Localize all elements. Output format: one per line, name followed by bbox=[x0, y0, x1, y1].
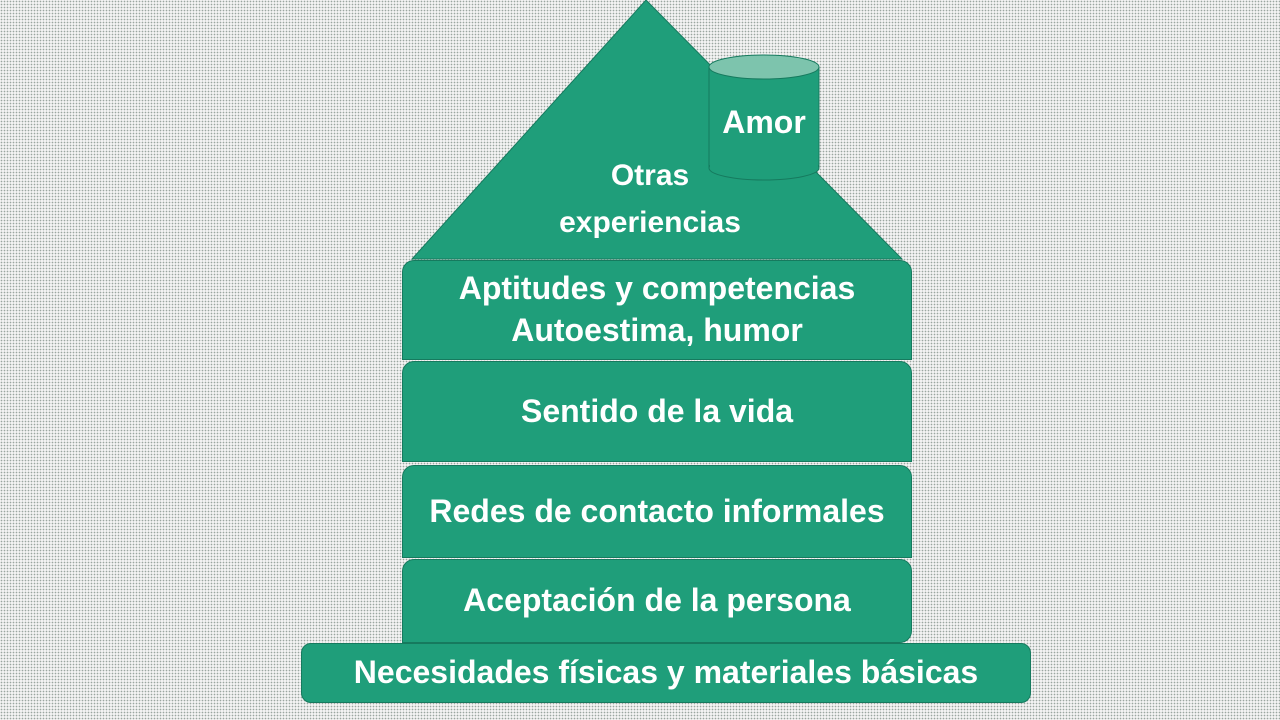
level-aptitudes-line2: Autoestima, humor bbox=[511, 312, 803, 348]
level-sentido: Sentido de la vida bbox=[402, 361, 912, 462]
level-necesidades: Necesidades físicas y materiales básicas bbox=[301, 643, 1031, 703]
level-redes-label: Redes de contacto informales bbox=[429, 492, 885, 529]
roof-label: Otras experiencias bbox=[530, 153, 770, 246]
level-necesidades-label: Necesidades físicas y materiales básicas bbox=[353, 654, 979, 691]
level-sentido-label: Sentido de la vida bbox=[520, 392, 794, 429]
level-aceptacion-label: Aceptación de la persona bbox=[463, 582, 851, 619]
level-aptitudes-line1: Aptitudes y competencias bbox=[458, 270, 856, 307]
roof-label-line2: experiencias bbox=[559, 205, 741, 239]
chimney-label: Amor bbox=[722, 104, 806, 140]
roof-label-line1: Otras bbox=[610, 159, 690, 192]
level-aceptacion: Aceptación de la persona bbox=[402, 559, 912, 643]
level-redes: Redes de contacto informales bbox=[402, 465, 912, 558]
level-aptitudes: Aptitudes y competencias Autoestima, hum… bbox=[402, 260, 912, 360]
chimney-cylinder bbox=[708, 54, 820, 181]
